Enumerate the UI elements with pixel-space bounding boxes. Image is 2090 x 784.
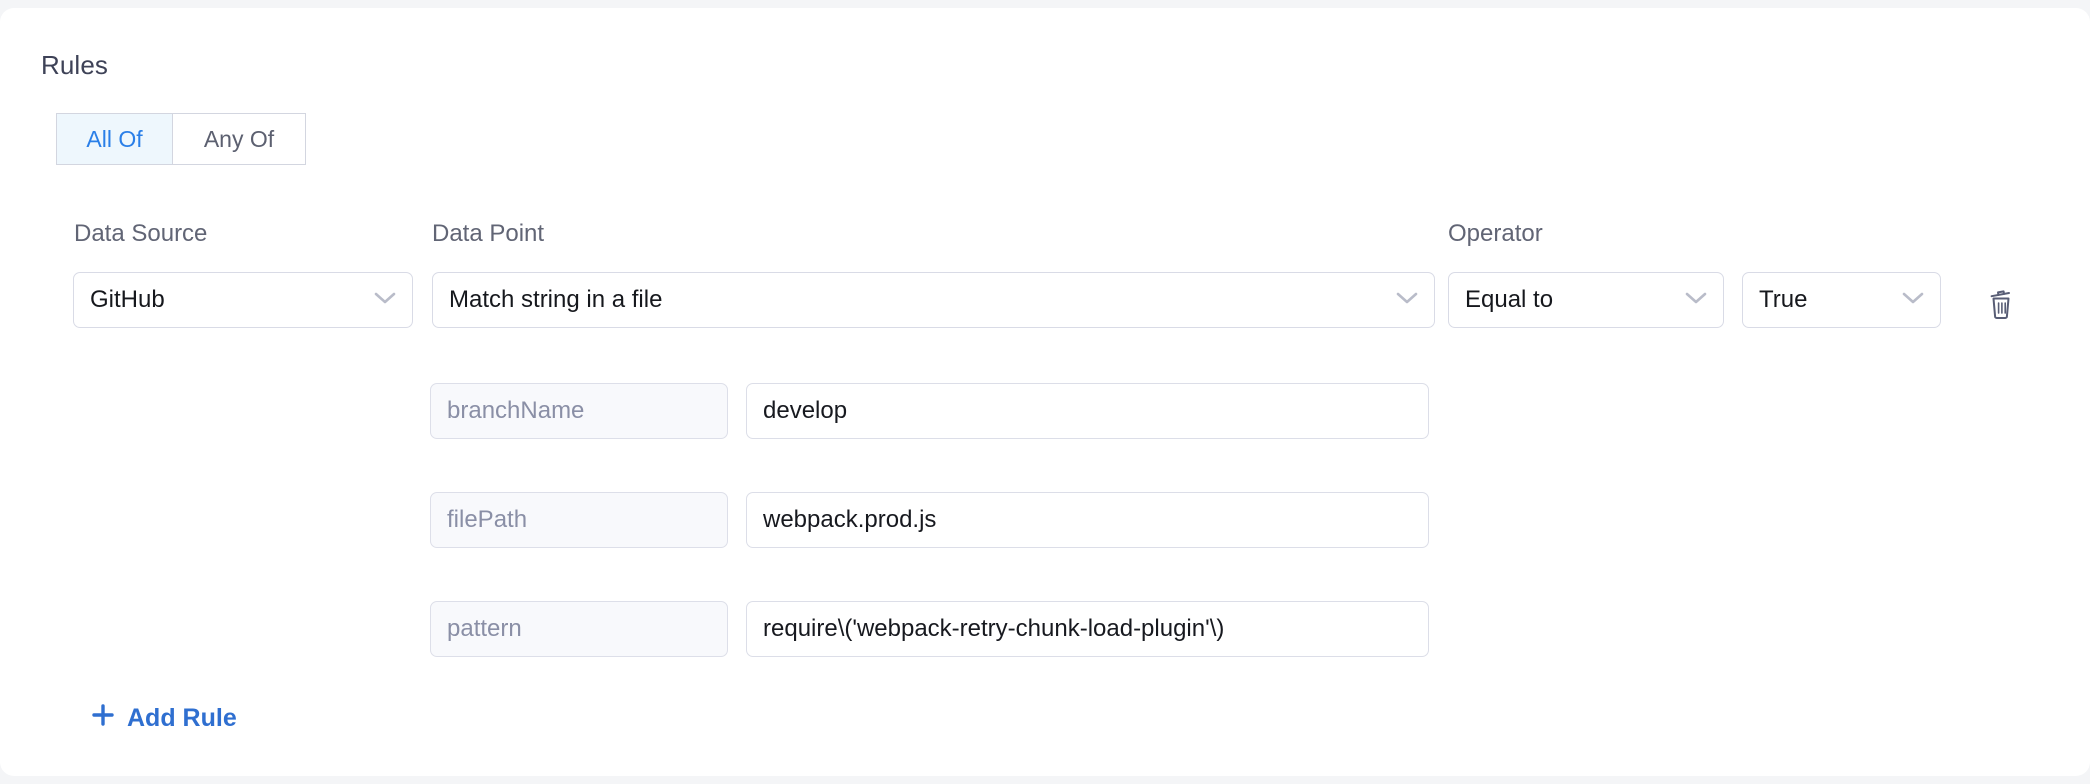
parameter-value-input[interactable]: develop [746,383,1429,439]
operator-value-selected-value: True [1759,286,1808,313]
add-rule-label: Add Rule [127,704,237,732]
delete-rule-button[interactable] [1982,285,2022,325]
operator-label: Operator [1448,220,1543,247]
page-title: Rules [41,50,108,80]
chevron-down-icon [374,291,396,310]
parameter-key-field: pattern [430,601,728,657]
operator-value-select[interactable]: True [1742,272,1941,328]
parameter-row: branchName develop [0,383,2090,439]
trash-icon [1987,288,2017,323]
rules-card: Rules All Of Any Of Data Source Data Poi… [0,8,2090,776]
parameter-key-field: branchName [430,383,728,439]
chevron-down-icon [1902,291,1924,310]
match-mode-any-of-button[interactable]: Any Of [172,113,306,165]
data-point-selected-value: Match string in a file [449,286,663,313]
data-source-select[interactable]: GitHub [73,272,413,328]
match-mode-all-of-button[interactable]: All Of [56,113,172,165]
match-mode-segmented-control: All Of Any Of [56,113,306,165]
parameter-row: filePath webpack.prod.js [0,492,2090,548]
data-point-select[interactable]: Match string in a file [432,272,1435,328]
add-rule-button[interactable]: Add Rule [90,702,237,735]
chevron-down-icon [1685,291,1707,310]
parameter-key-field: filePath [430,492,728,548]
data-source-label: Data Source [74,220,208,247]
operator-selected-value: Equal to [1465,286,1554,313]
data-source-selected-value: GitHub [90,286,165,313]
parameter-row: pattern require\('webpack-retry-chunk-lo… [0,601,2090,657]
parameter-value-input[interactable]: require\('webpack-retry-chunk-load-plugi… [746,601,1429,657]
chevron-down-icon [1396,291,1418,310]
data-point-label: Data Point [432,220,545,247]
parameter-value-input[interactable]: webpack.prod.js [746,492,1429,548]
plus-icon [90,702,116,735]
operator-select[interactable]: Equal to [1448,272,1724,328]
